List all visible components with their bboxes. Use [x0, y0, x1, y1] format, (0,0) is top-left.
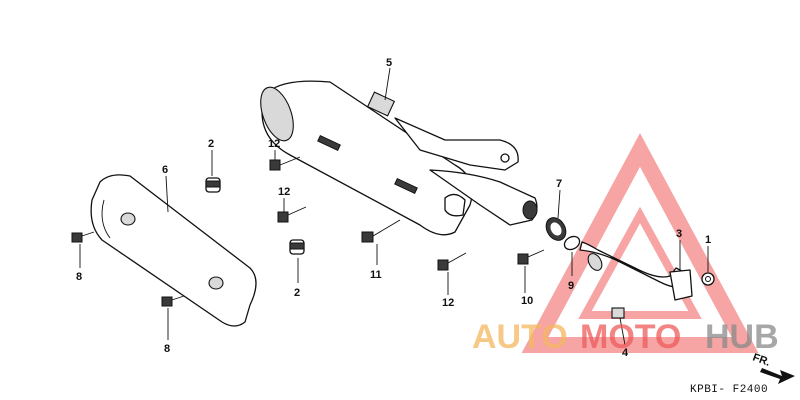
front-label: FR. — [751, 352, 772, 369]
leader-lines — [79, 67, 709, 346]
rubber-mount-lower — [289, 239, 305, 255]
front-arrow-icon — [760, 368, 795, 384]
callout-labels: 5 2 12 12 6 2 11 12 10 8 8 7 9 3 1 4 — [76, 57, 711, 359]
muffler — [260, 80, 538, 236]
callout-10: 11 — [370, 269, 382, 281]
callout-12-c: 12 — [442, 297, 454, 309]
drawing-code: KPBI- F2400 — [690, 384, 768, 396]
gasket-7 — [563, 235, 581, 251]
callout-8-a: 8 — [76, 271, 82, 283]
rubber-mount-upper — [205, 177, 221, 193]
gasket-1 — [701, 272, 715, 286]
exhaust-pipe — [579, 241, 693, 301]
callout-1: 1 — [705, 234, 711, 246]
callout-4: 3 — [676, 228, 682, 240]
callout-5: 6 — [162, 164, 168, 176]
callout-3: 5 — [386, 57, 392, 69]
callout-12-a: 12 — [268, 138, 280, 150]
bolt-9 — [517, 249, 545, 265]
nut-11 — [611, 307, 625, 319]
callout-2-upper: 2 — [208, 138, 214, 150]
watermark-text: AUTO MOTO HUB — [472, 318, 779, 356]
bolt-12-a — [269, 156, 301, 171]
heat-shield — [90, 174, 257, 327]
callout-9: 10 — [521, 295, 533, 307]
front-direction-indicator: FR. — [751, 352, 795, 384]
callout-12-b: 12 — [278, 186, 290, 198]
gasket-6 — [545, 217, 567, 241]
watermark-hub: HUB — [705, 318, 779, 356]
bolt-10 — [361, 219, 401, 243]
bolt-12-c — [437, 252, 467, 271]
bolt-12-b — [277, 206, 307, 223]
callout-2-lower: 2 — [294, 287, 300, 299]
bolt-8-a — [71, 231, 95, 243]
watermark-inner-triangle — [578, 206, 702, 319]
callout-11: 4 — [622, 347, 629, 359]
callout-7: 9 — [568, 280, 574, 292]
callout-8-b: 8 — [164, 343, 170, 355]
bolt-8-b — [161, 295, 185, 307]
watermark-auto: AUTO — [472, 318, 568, 356]
callout-6: 7 — [556, 178, 562, 190]
watermark-moto: MOTO — [580, 318, 681, 356]
